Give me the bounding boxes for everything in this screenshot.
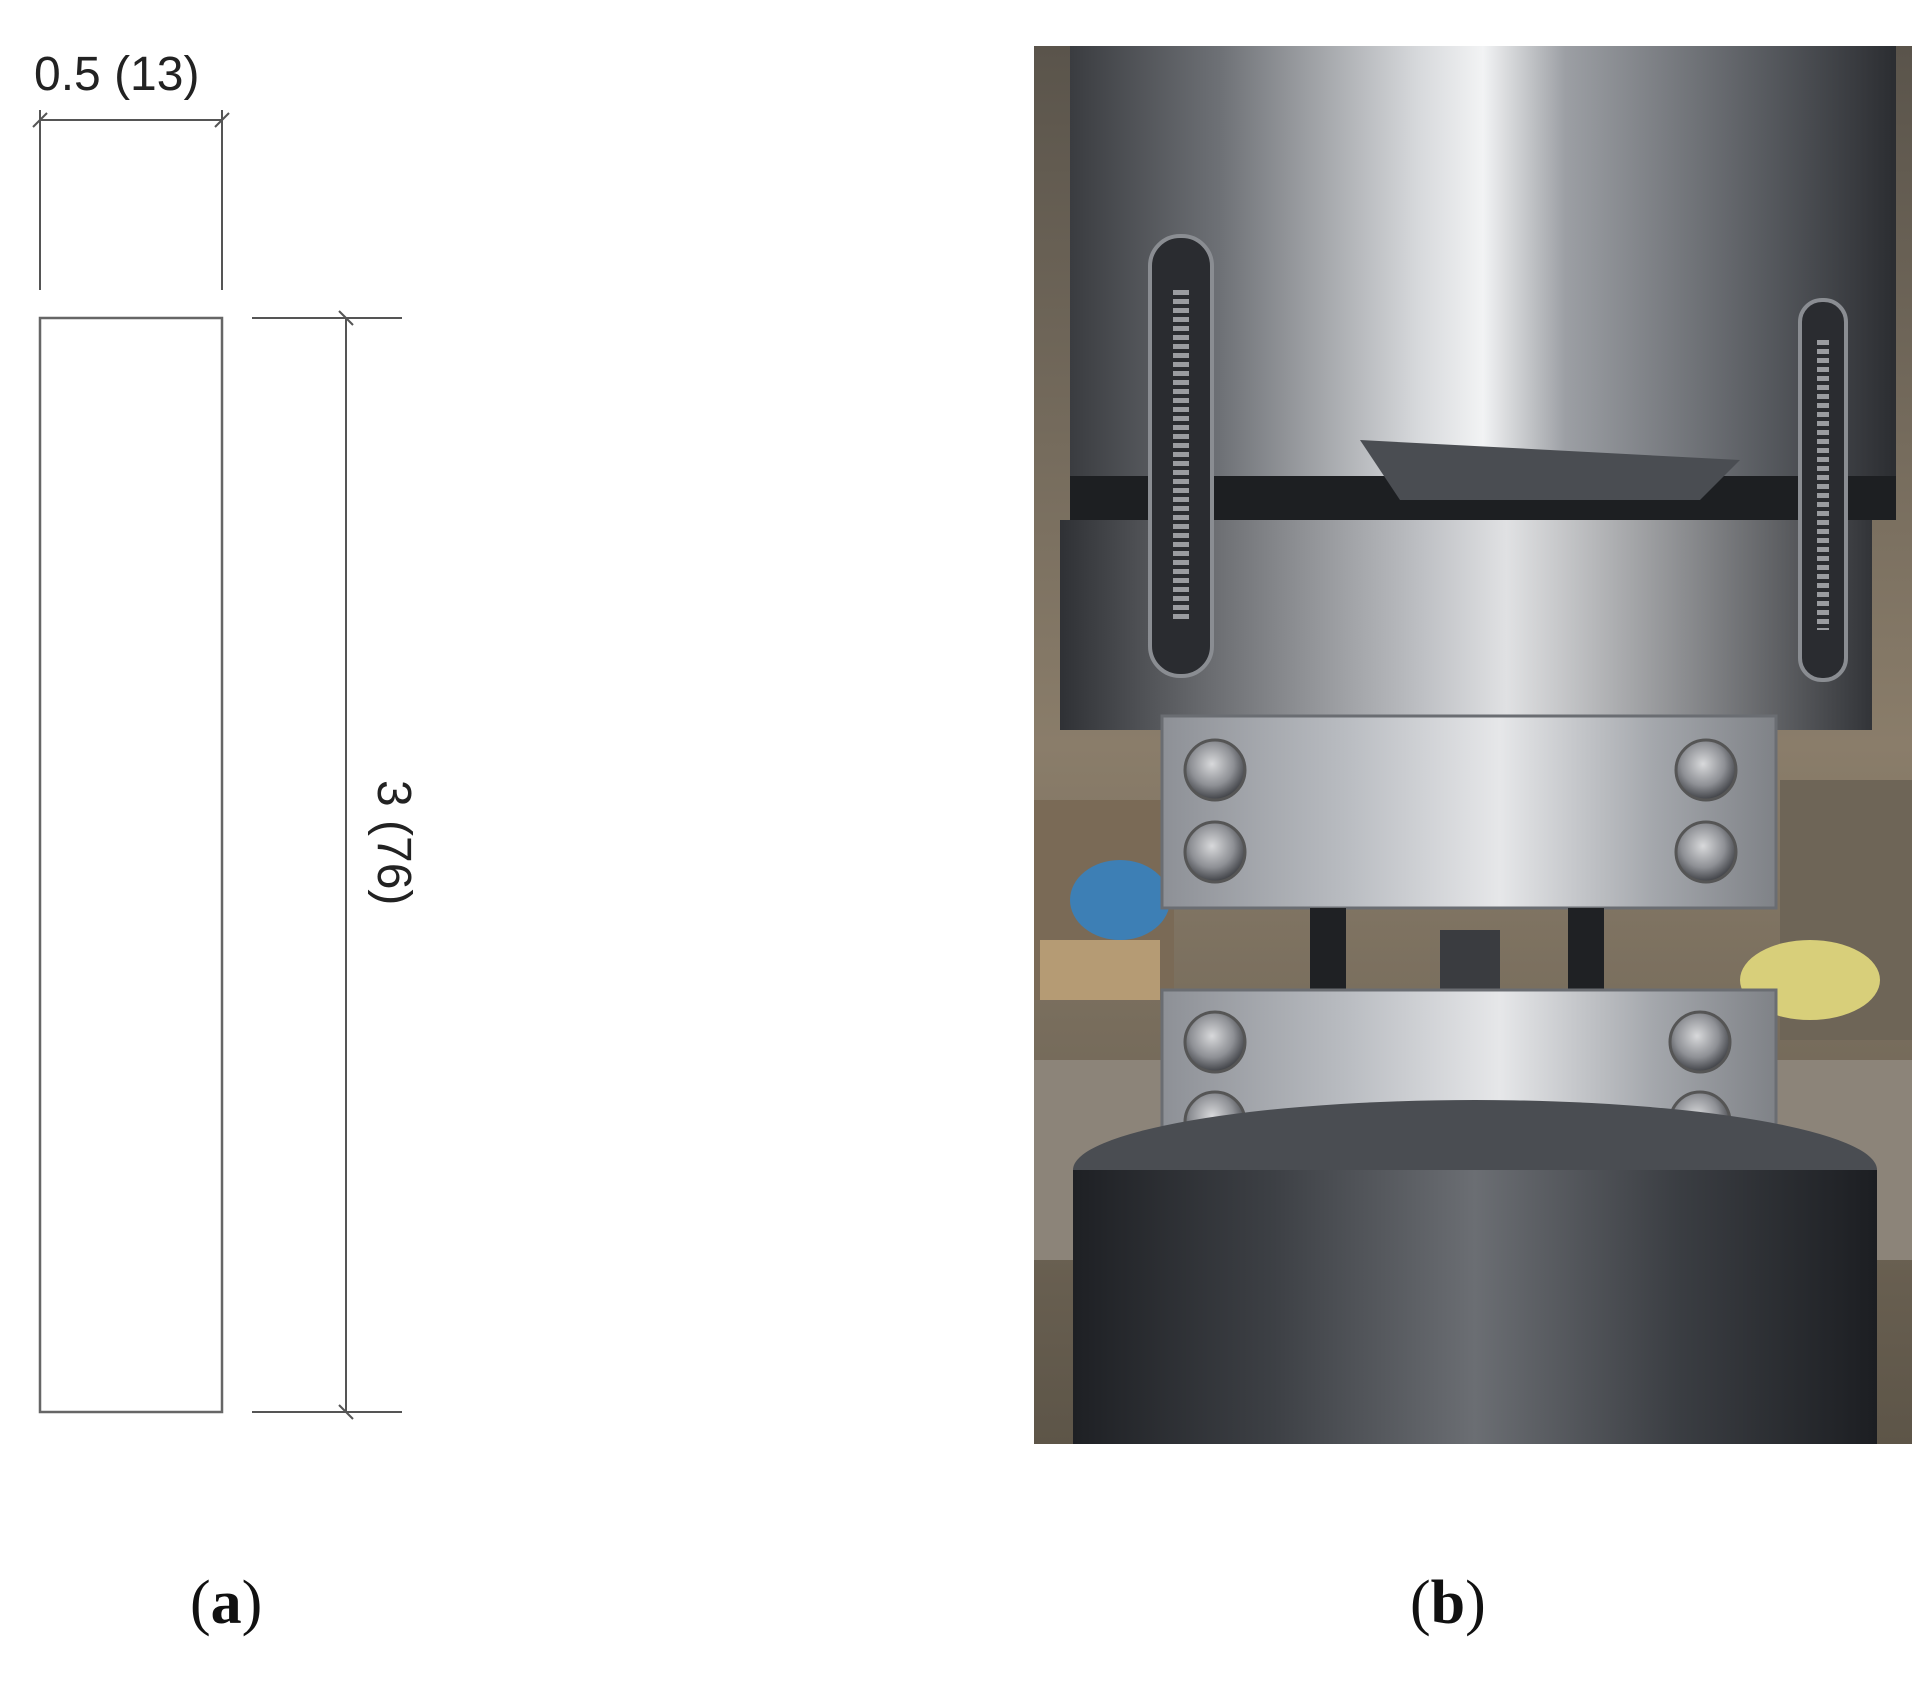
bolt-icon	[1183, 820, 1247, 884]
panel-b-label: (b)	[1410, 1568, 1486, 1639]
lower-platen	[1073, 1170, 1877, 1444]
panel-a-paren-open: (	[190, 1569, 211, 1637]
length-dimension-label: 3 (76)	[367, 780, 420, 905]
guide-post-left	[1310, 908, 1346, 998]
length-tick-top	[338, 310, 354, 326]
bolt-icon	[1674, 738, 1738, 802]
box-left	[1040, 940, 1160, 1000]
panel-a-letter: a	[210, 1569, 242, 1637]
panel-a-label: (a)	[190, 1568, 262, 1639]
blue-cloth	[1070, 860, 1170, 940]
seat-wedge	[1360, 440, 1740, 500]
length-tick-bottom	[338, 1404, 354, 1420]
specimen-drawing: 0.5 (13) 3 (76)	[32, 48, 420, 1420]
bolt-icon	[1668, 1010, 1732, 1074]
panel-b-paren-open: (	[1410, 1569, 1431, 1637]
width-tick-left	[32, 112, 48, 128]
bolt-icon	[1183, 738, 1247, 802]
fixture-photo	[1034, 46, 1912, 1444]
guide-post-right	[1568, 908, 1604, 998]
bolt-icon	[1674, 820, 1738, 884]
width-dimension-label: 0.5 (13)	[34, 48, 199, 101]
bolt-icon	[1183, 1010, 1247, 1074]
width-tick-right	[214, 112, 230, 128]
specimen-outline	[38, 316, 224, 1414]
upper-clamp-block	[1160, 714, 1778, 910]
panel-a-paren-close: )	[241, 1569, 263, 1637]
panel-b-paren-close: )	[1465, 1569, 1486, 1637]
panel-b-letter: b	[1430, 1569, 1466, 1637]
specimen-in-fixture	[1440, 930, 1500, 998]
spring-slot-right	[1798, 298, 1848, 682]
